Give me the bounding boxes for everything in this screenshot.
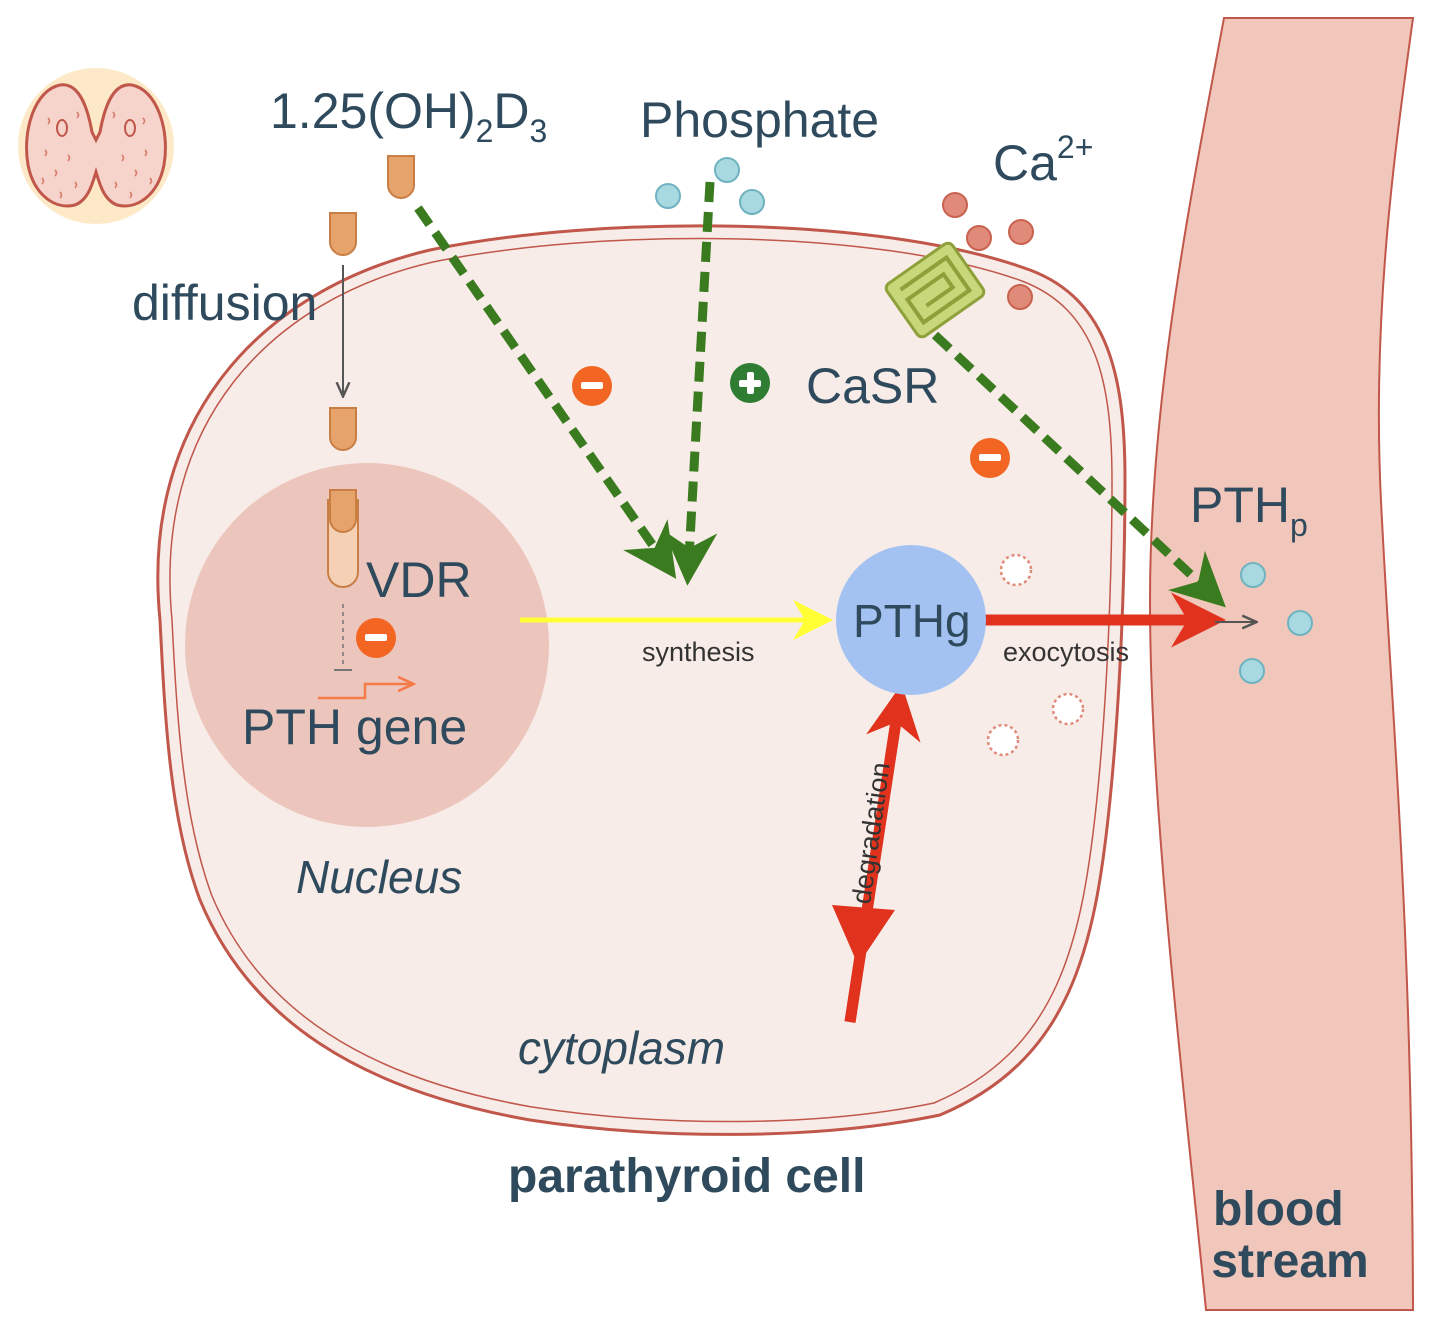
vitamin-d-inhibit-badge <box>572 366 612 406</box>
casr-label: CaSR <box>806 358 939 414</box>
vitamin-d-ligand-icon <box>387 155 415 199</box>
cell-membrane-outer <box>156 224 1127 1136</box>
vdr-inhibit-badge <box>356 618 396 658</box>
secretory-vesicle <box>999 553 1033 587</box>
phosphate-ion <box>739 189 765 215</box>
secretory-vesicle <box>1051 692 1085 726</box>
secretory-vesicle <box>986 723 1020 757</box>
phosphate-ion <box>714 157 740 183</box>
pthp-molecule <box>1239 658 1265 684</box>
thyroid-gland-icon <box>18 68 174 224</box>
pthp-molecule <box>1287 610 1313 636</box>
vitamin-d-ligand-icon <box>329 407 357 451</box>
calcium-ion <box>966 225 992 251</box>
phosphate-stimulation-arrow <box>663 181 718 586</box>
cell-membrane-inner <box>169 237 1113 1123</box>
casr-receptor-icon <box>884 241 986 339</box>
phosphate-stimulate-badge <box>730 363 770 403</box>
nucleus-label: Nucleus <box>296 851 462 903</box>
degradation-arrowhead <box>832 905 895 965</box>
exocytosis-label: exocytosis <box>1003 637 1129 667</box>
blood-stream-label: blood stream <box>1211 1183 1368 1288</box>
degradation-arrow-shaft <box>844 694 906 1023</box>
pthg-granule <box>836 545 986 695</box>
pth-gene-label: PTH gene <box>242 699 467 755</box>
vitamin-d-label: 1.25(OH)2D3 <box>270 83 547 149</box>
calcium-ion <box>942 192 968 218</box>
phosphate-label: Phosphate <box>640 92 879 148</box>
blood-stream-vessel <box>1148 17 1415 1311</box>
promoter-arrow <box>318 684 412 700</box>
pthg-label: PTHg <box>853 595 971 647</box>
phosphate-ion <box>655 183 681 209</box>
synthesis-label: synthesis <box>642 637 755 667</box>
parathyroid-cell-label: parathyroid cell <box>508 1150 865 1203</box>
calcium-inhibit-badge <box>970 438 1010 478</box>
pthp-molecule <box>1240 562 1266 588</box>
vitamin-d-ligand-icon <box>329 212 357 256</box>
pthp-label: PTHp <box>1190 477 1308 543</box>
diffusion-label: diffusion <box>132 275 317 331</box>
calcium-label: Ca2+ <box>993 129 1093 191</box>
calcium-ion <box>1008 219 1034 245</box>
vdr-label: VDR <box>366 552 472 608</box>
vdr-receptor-icon <box>327 489 359 588</box>
calcium-inhibition-arrow <box>931 331 1226 608</box>
cytoplasm-label: cytoplasm <box>518 1022 725 1074</box>
vitamin-d-inhibition-arrow <box>414 205 677 579</box>
calcium-ion <box>1007 284 1033 310</box>
